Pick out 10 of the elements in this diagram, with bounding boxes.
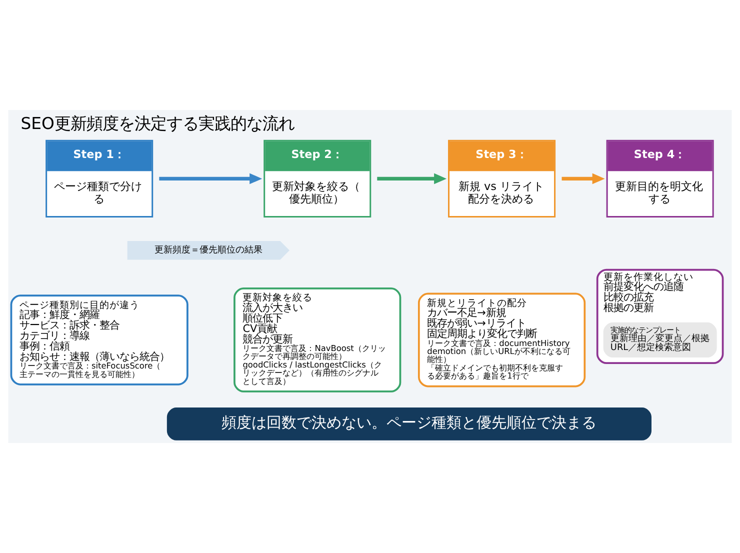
arrow	[562, 173, 605, 184]
arrow	[377, 173, 447, 184]
node-box: 新規とリライトの配分 カバー不足→新規 既存が弱い→リライト 固定周期より変化で判断 リーク文書で言及：documentHistory demotion（新しいURLが不利になる可能性） 「確立ドメインでも初期不利を克服する必要がある」趣旨を1行で	[418, 292, 586, 388]
diagram-title: SEO更新頻度を決定する実践的な流れ	[20, 114, 294, 134]
node-box: 実施的なテンプレート 更新理由／変更点／根拠URL／想定検索意図	[603, 322, 717, 358]
arrow	[159, 173, 262, 184]
node-box: ページ種類別に目的が違う 記事：鮮度・網羅 サービス：訴求・整合 カテゴリ：導線 事例：信頼 お知らせ：速報（薄いなら統合） リーク文書で言及：siteFocusScore（主テーマの一貫性を見る可能性）	[10, 294, 188, 386]
node-box: 更新対象を絞る 流入が大きい 順位低下 CV貢献 競合が更新 リーク文書で言及：NavBoost（クリックデータで再調整の可能性） goodClicks / lastLongestClicks（クリックデーなど）（有用性のシグナルとして言及）	[234, 288, 402, 392]
label: 更新頻度＝優先順位の結果	[154, 246, 262, 256]
node-box: 頻度は回数で決めない。ページ種類と優先順位で決まる	[166, 408, 652, 440]
